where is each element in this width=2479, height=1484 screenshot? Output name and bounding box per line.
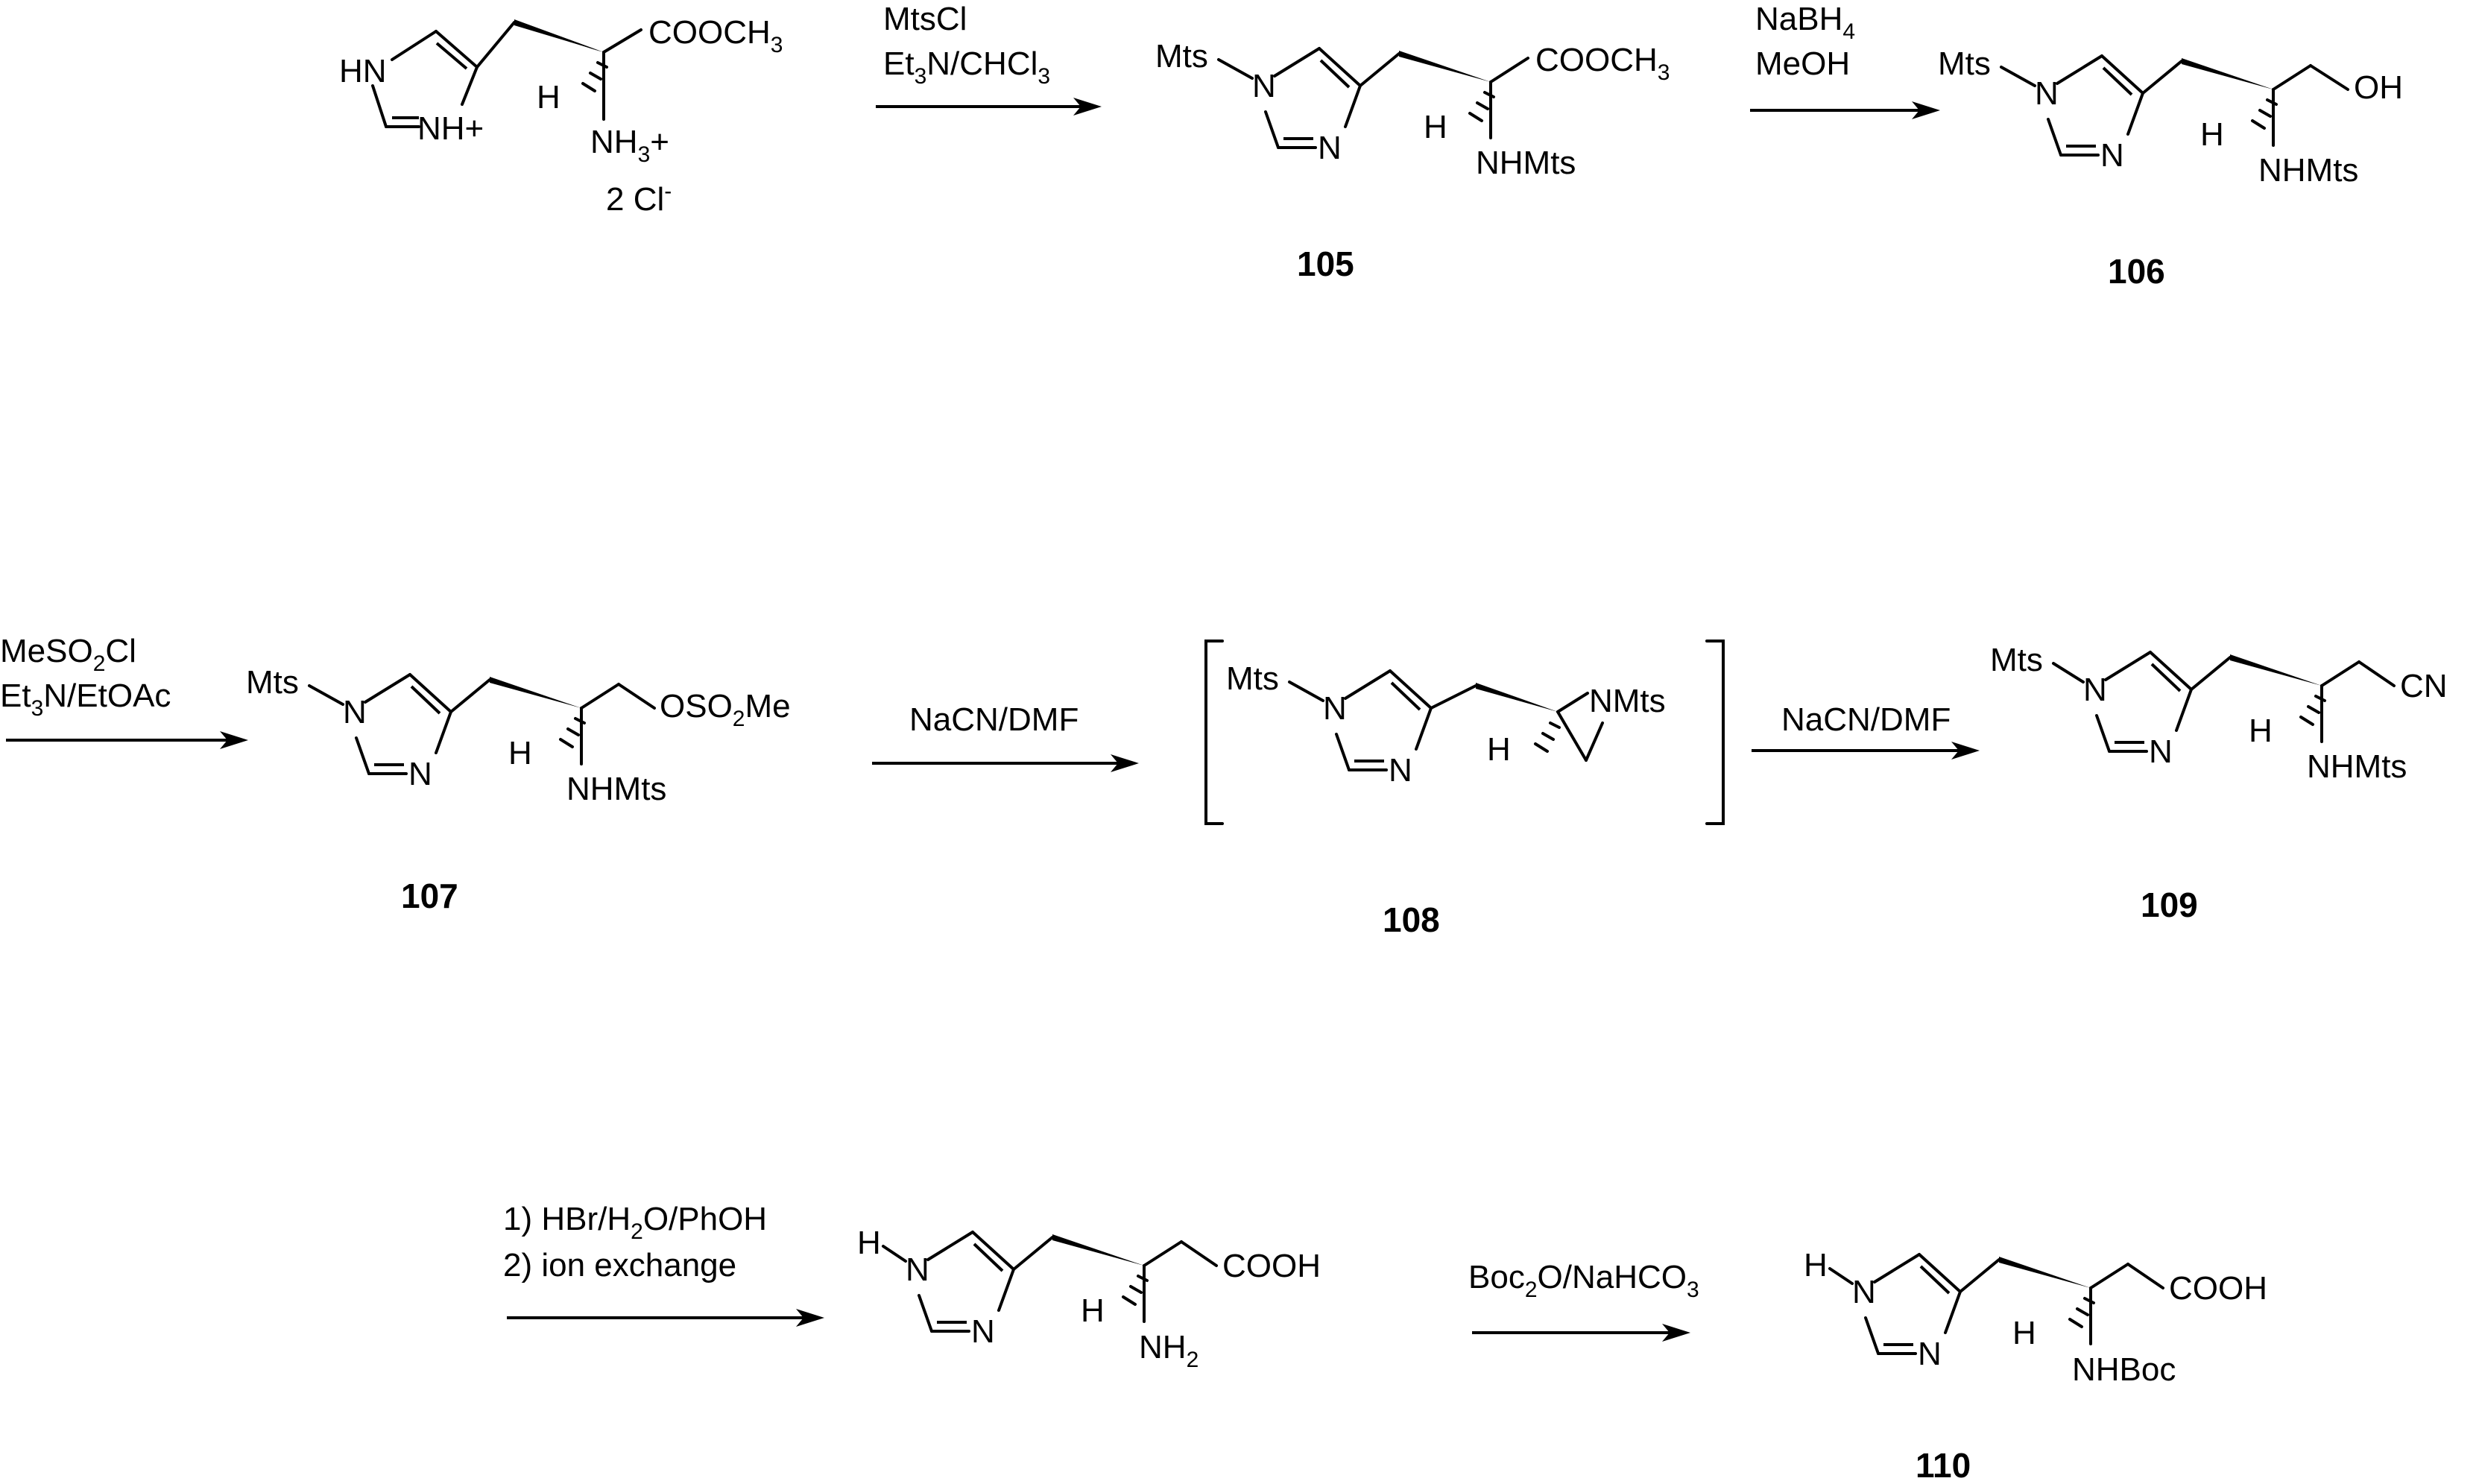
compound-108: Mts N N NMts H 108 <box>1204 640 1725 939</box>
label-109: 109 <box>2141 885 2198 924</box>
reagent-1-line1: MtsCl <box>883 1 967 37</box>
reagent-5: NaCN/DMF <box>1781 701 1951 738</box>
reagent-7: Boc2O/NaHCO3 <box>1468 1259 1699 1302</box>
atom-N3: N <box>971 1313 995 1350</box>
arrow-7: Boc2O/NaHCO3 <box>1468 1259 1699 1342</box>
atom-NHBoc: NHBoc <box>2072 1351 2176 1388</box>
atom-NMts: NMts <box>1589 683 1666 719</box>
atom-Mts: Mts <box>1155 38 1208 75</box>
atom-CN: CN <box>2400 668 2448 704</box>
atom-H: H <box>2012 1315 2036 1351</box>
atom-N3: N <box>2100 137 2124 174</box>
label-106: 106 <box>2108 252 2165 291</box>
compound-107: Mts N N OSO2Me H NHMts 107 <box>246 664 791 915</box>
label-108: 108 <box>1383 900 1440 939</box>
compound-110: H N N COOH H NHBoc 110 <box>1804 1247 2267 1484</box>
histidine-methyl-ester-dihydrochloride: HN NH+ COOCH3 H NH3+ 2 Cl- <box>339 14 783 218</box>
atom-NHplus: NH+ <box>417 110 484 147</box>
reagent-3-line1: MeSO2Cl <box>0 633 136 676</box>
atom-H: H <box>1424 109 1447 145</box>
label-110: 110 <box>1916 1446 1971 1484</box>
atom-N1: N <box>906 1251 929 1288</box>
atom-NHMts: NHMts <box>1476 145 1576 181</box>
arrow-1: MtsCl Et3N/CHCl3 <box>876 1 1102 116</box>
reagent-4: NaCN/DMF <box>909 701 1079 738</box>
reagent-2-line1: NaBH4 <box>1755 1 1855 44</box>
beta-homohistidine: H N N COOH H NH2 <box>857 1225 1321 1372</box>
atom-N1: N <box>343 694 367 730</box>
atom-COOH: COOH <box>2169 1270 2267 1307</box>
atom-N1: N <box>1323 690 1347 727</box>
atom-H: H <box>1804 1247 1828 1283</box>
atom-N1: N <box>1852 1274 1876 1310</box>
atom-NHMts: NHMts <box>566 771 666 807</box>
reagent-2-line2: MeOH <box>1755 45 1850 82</box>
atom-H: H <box>857 1225 881 1261</box>
atom-OH: OH <box>2354 69 2403 106</box>
atom-N3: N <box>1918 1336 1942 1372</box>
atom-Mts: Mts <box>1938 45 1991 82</box>
atom-N1: N <box>2035 75 2059 112</box>
arrow-5: NaCN/DMF <box>1752 701 1980 760</box>
atom-COOCH3: COOCH3 <box>1535 42 1670 85</box>
atom-N3: N <box>1318 130 1342 166</box>
atom-H: H <box>537 79 560 116</box>
atom-Mts: Mts <box>1226 660 1279 697</box>
atom-H: H <box>508 735 532 771</box>
atom-H: H <box>1081 1292 1105 1329</box>
compound-105: Mts N N COOCH3 H NHMts 105 <box>1155 38 1670 283</box>
reagent-1-line2: Et3N/CHCl3 <box>883 45 1050 89</box>
arrow-3: MeSO2Cl Et3N/EtOAc <box>0 633 248 749</box>
atom-H: H <box>2200 116 2224 153</box>
arrow-6: 1) HBr/H2O/PhOH 2) ion exchange <box>503 1201 824 1327</box>
atom-Mts: Mts <box>246 664 299 701</box>
reagent-6-line1: 1) HBr/H2O/PhOH <box>503 1201 767 1244</box>
atom-OSO2Me: OSO2Me <box>660 688 791 731</box>
atom-NHMts: NHMts <box>2307 748 2407 785</box>
reagent-6-line2: 2) ion exchange <box>503 1247 736 1283</box>
atom-N3: N <box>2149 733 2173 770</box>
atom-N1: N <box>2083 672 2107 708</box>
atom-COOCH3: COOCH3 <box>648 14 783 57</box>
atom-N1: N <box>1252 68 1276 104</box>
label-105: 105 <box>1297 244 1354 283</box>
counterion: 2 Cl- <box>606 179 672 218</box>
atom-NHMts: NHMts <box>2258 152 2358 189</box>
compound-109: Mts N N CN H NHMts 109 <box>1990 642 2448 924</box>
reagent-3-line2: Et3N/EtOAc <box>0 678 171 721</box>
arrow-2: NaBH4 MeOH <box>1750 1 1940 119</box>
atom-NH2: NH2 <box>1139 1329 1199 1372</box>
atom-Mts: Mts <box>1990 642 2043 678</box>
atom-N3: N <box>1389 752 1412 789</box>
atom-COOH: COOH <box>1222 1248 1321 1284</box>
atom-N3: N <box>408 756 432 792</box>
atom-H: H <box>1487 731 1511 768</box>
atom-H: H <box>2249 713 2273 749</box>
arrow-4: NaCN/DMF <box>872 701 1139 772</box>
atom-NH3plus: NH3+ <box>590 124 669 167</box>
atom-HN: HN <box>339 53 387 89</box>
label-107: 107 <box>401 877 458 915</box>
compound-106: Mts N N OH H NHMts 106 <box>1938 45 2403 291</box>
